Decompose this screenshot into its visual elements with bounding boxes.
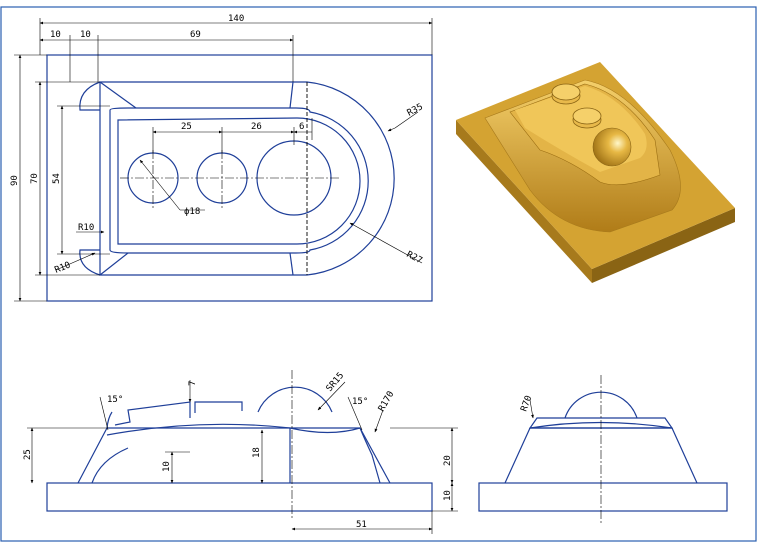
dim-inner-width: 70 [30,173,40,184]
dim-slot-width: 54 [52,173,62,184]
dim-step-height: 7 [188,381,198,386]
dim-overall-length: 140 [228,14,244,24]
top-view [46,54,433,302]
dim-side-arc-radius: R70 [519,394,534,413]
side-top-band [528,417,674,429]
front-step-2 [194,401,243,413]
front-right-edge [359,427,381,484]
corner-line-tl [99,81,137,109]
isometric-model [456,62,735,283]
base-outline [46,54,433,302]
dim-slot-length: 69 [190,30,201,40]
slot-outline [117,117,361,245]
dim-sphere-radius: SR15 [325,371,347,394]
front-top-curve [106,423,361,436]
corner-line-tr [289,81,294,109]
corner-line-bl [99,252,129,276]
front-sphere [257,386,333,413]
dim-corner-radius-inner: R10 [78,223,94,233]
front-left-edge [106,411,113,429]
dim-inner-height: 10 [162,461,172,472]
dim-base-thickness: 10 [443,490,453,501]
front-view-dimensions: 15° 15° 7 SR15 R170 25 18 10 20 10 51 [23,371,458,534]
front-lower-boss [77,427,391,484]
inner-boss-outline [109,107,369,254]
dim-base-to-top: 18 [252,447,262,458]
dim-corner-radius-outer: R10 [53,260,72,275]
dim-sphere-offset: 51 [356,520,367,530]
dim-right-height: 20 [443,455,453,466]
dim-overall-width: 90 [10,175,20,186]
top-view-dimensions: 140 10 10 69 90 70 54 25 26 6 R35 [10,14,433,302]
dim-left-offset-1: 10 [50,30,61,40]
corner-line-br [289,252,294,276]
dim-draft-right: 15° [352,397,368,407]
corner-fillet-bl [79,249,101,276]
dim-hole-spacing-1: 25 [181,122,192,132]
dim-hole-diameter: ϕ18 [184,207,200,217]
front-view [46,370,433,520]
corner-fillet-tl [79,81,101,111]
side-view: R70 [478,375,728,525]
side-base [478,482,728,512]
front-step-1 [114,401,191,426]
side-top-arc [529,421,673,429]
dim-inner-radius: R27 [405,250,424,266]
sheet-border [0,6,757,542]
dim-outer-radius: R35 [406,102,425,118]
dim-total-height: 25 [23,449,33,460]
front-base [46,482,433,512]
dim-hole-spacing-2: 26 [251,122,262,132]
outer-boss-outline [99,81,395,276]
front-fillet-left [91,447,129,484]
dim-hole-offset: 6 [299,122,304,132]
dim-arc-radius: R170 [377,390,397,414]
dim-draft-left: 15° [107,395,123,405]
dim-left-offset-2: 10 [80,30,91,40]
